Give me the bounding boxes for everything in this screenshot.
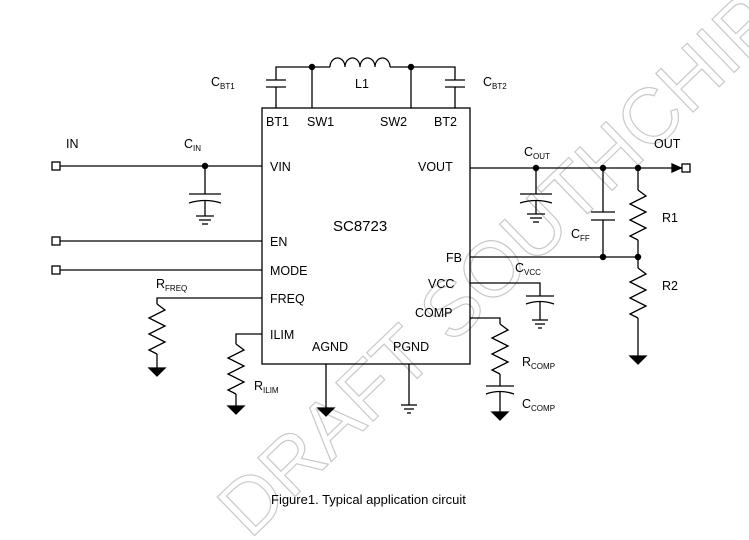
cff-capacitor [591, 168, 615, 257]
pin-bt2: BT2 [434, 115, 457, 129]
cvcc-capacitor [470, 282, 555, 320]
cbt2-capacitor [410, 66, 465, 108]
cvcc-ground-icon [532, 319, 548, 329]
label-r1: R1 [662, 211, 678, 225]
label-rilim: RILIM [254, 379, 279, 395]
pin-vin: VIN [270, 160, 291, 174]
cbt1-capacitor [266, 66, 313, 108]
r2-ground-icon [628, 355, 648, 365]
agnd-ground-icon [316, 407, 336, 417]
pin-comp: COMP [415, 306, 453, 320]
pin-agnd: AGND [312, 340, 348, 354]
label-r2: R2 [662, 279, 678, 293]
out-arrow-icon [671, 162, 683, 174]
ccomp-capacitor [485, 385, 515, 412]
label-rfreq: RFREQ [156, 277, 187, 293]
cout-ground-icon [527, 213, 545, 223]
rilim-resistor [226, 333, 262, 406]
r2-resistor [628, 257, 648, 356]
figure-caption: Figure1. Typical application circuit [271, 492, 466, 507]
rfreq-resistor [147, 297, 262, 368]
fb-junction-1 [599, 253, 607, 261]
en-terminal [51, 236, 61, 246]
cin-ground-icon [196, 215, 214, 225]
label-cvcc: CVCC [515, 261, 541, 277]
l1-inductor [312, 57, 411, 68]
pin-freq: FREQ [270, 292, 305, 306]
pin-mode: MODE [270, 264, 308, 278]
in-terminal [51, 161, 61, 171]
label-rcomp: RCOMP [522, 355, 555, 371]
pin-vcc: VCC [428, 277, 454, 291]
pin-pgnd: PGND [393, 340, 429, 354]
label-cout: COUT [524, 145, 550, 161]
pgnd-ground-icon [401, 404, 417, 414]
rilim-ground-icon [226, 405, 246, 415]
label-cbt1: CBT1 [211, 75, 235, 91]
label-cbt2: CBT2 [483, 75, 507, 91]
ic-body [261, 107, 471, 365]
pin-fb: FB [446, 251, 462, 265]
rcomp-resistor [470, 317, 510, 386]
label-ccomp: CCOMP [522, 397, 555, 413]
pin-vout: VOUT [418, 160, 453, 174]
terminal-in: IN [66, 137, 79, 151]
pin-sw1: SW1 [307, 115, 334, 129]
pin-ilim: ILIM [270, 328, 294, 342]
ccomp-ground-icon [490, 411, 510, 421]
label-cin: CIN [184, 137, 201, 153]
mode-terminal [51, 265, 61, 275]
label-cff: CFF [571, 227, 590, 243]
terminal-out: OUT [654, 137, 681, 151]
pin-sw2: SW2 [380, 115, 407, 129]
label-l1: L1 [355, 77, 369, 91]
cout-capacitor [519, 168, 553, 214]
out-terminal [681, 163, 691, 173]
chip-name: SC8723 [333, 218, 387, 235]
rfreq-ground-icon [147, 367, 167, 377]
cin-capacitor [188, 166, 222, 216]
pin-en: EN [270, 235, 287, 249]
pin-bt1: BT1 [266, 115, 289, 129]
